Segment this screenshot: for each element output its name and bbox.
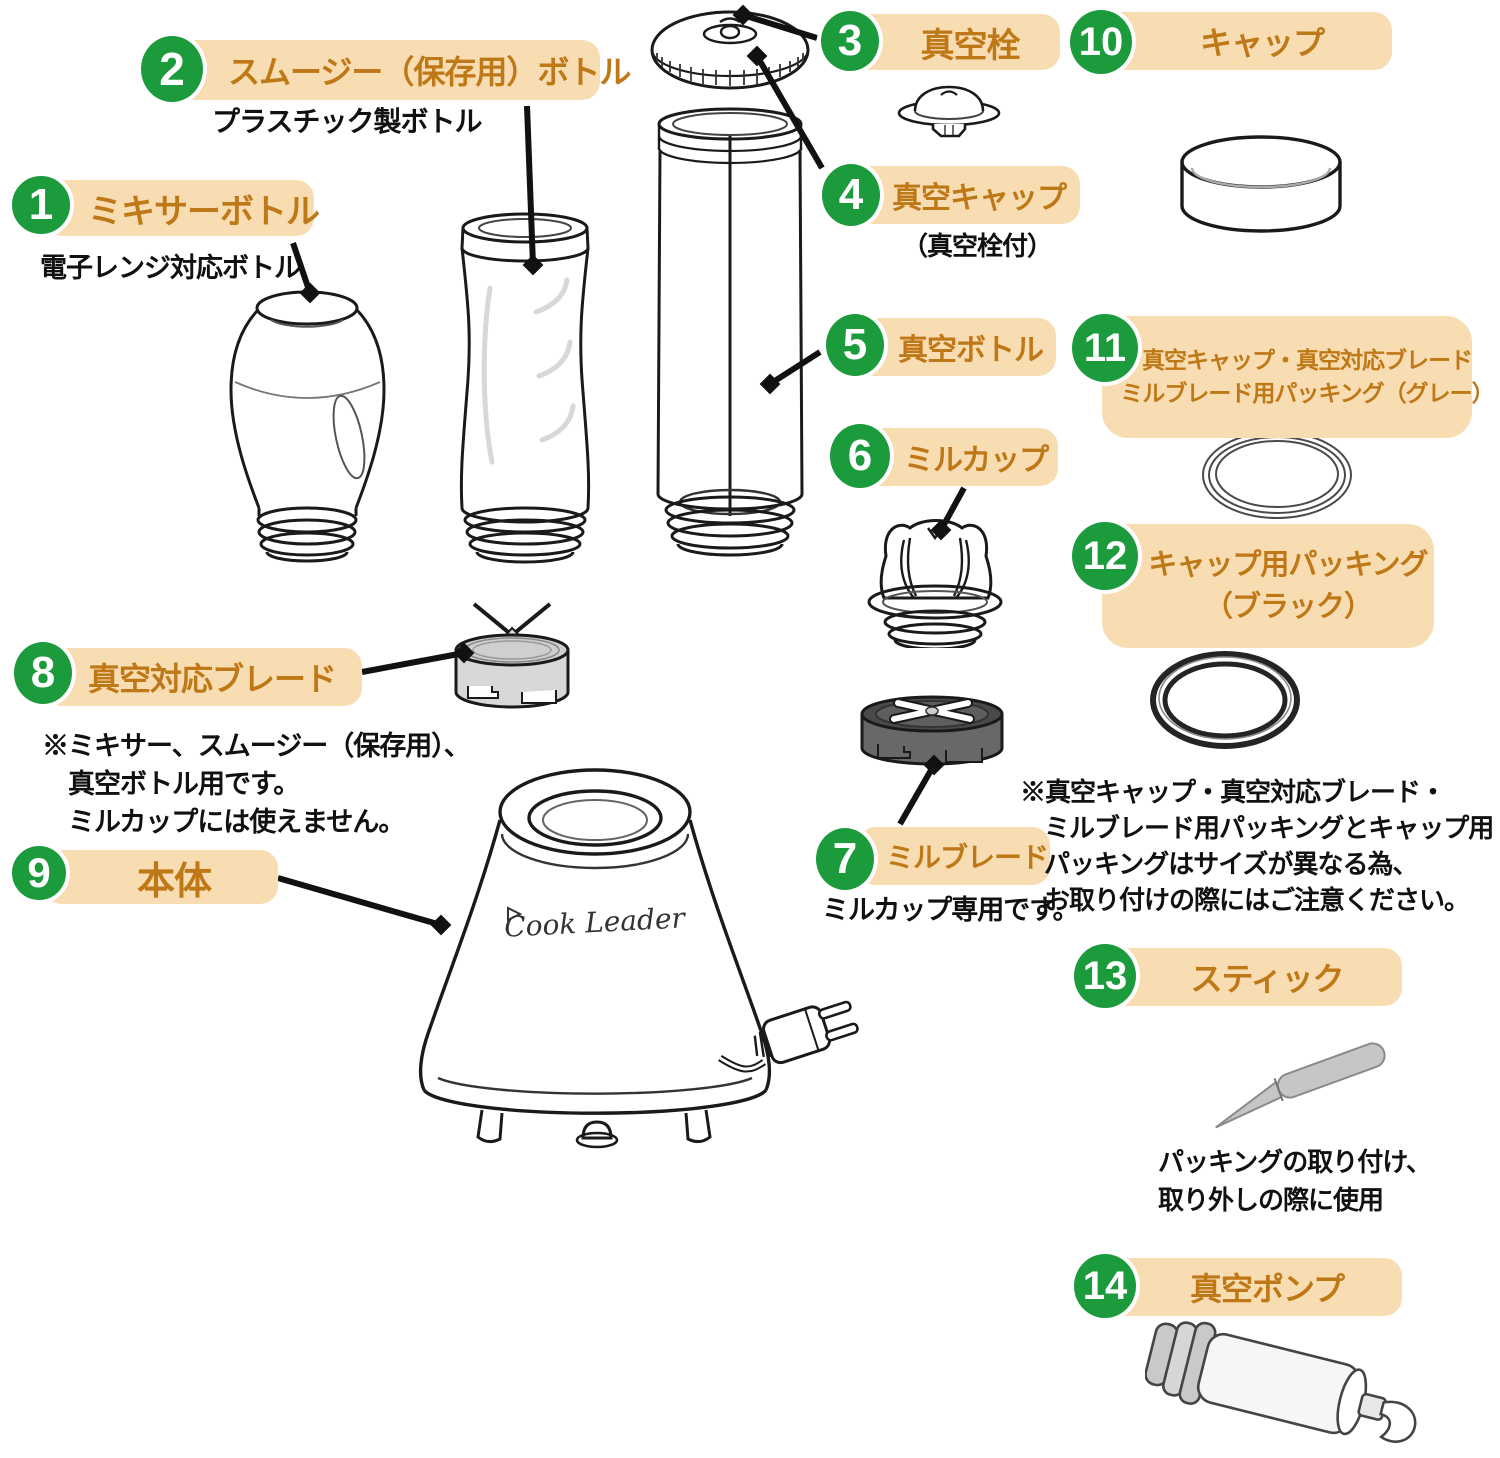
blade-note-line3: ミルカップには使えません。 (68, 807, 405, 837)
part-label-9: 本体 (44, 850, 278, 904)
part-label-10: キャップ (1102, 12, 1392, 70)
part-sub-2: プラスチック製ボトル (212, 106, 482, 137)
packing-note-line1: ※真空キャップ・真空対応ブレード・ (1020, 777, 1446, 807)
part-label-7: ミルブレード (858, 827, 1050, 885)
part-label-1: ミキサーボトル (44, 180, 320, 236)
vacuum-cap-illustration (650, 10, 810, 90)
brand-logo: Cook Leader (503, 901, 687, 943)
blade-note-line1: ※ミキサー、スムージー（保存用）、 (42, 731, 471, 761)
part-label-3: 真空栓 (850, 14, 1060, 70)
packing-note-line2: ミルブレード用パッキングとキャップ用 (1044, 813, 1494, 843)
part-label-12: キャップ用パッキング （ブラック） (1102, 524, 1434, 648)
mill-blade-illustration (860, 695, 1004, 766)
part-badge-3: 3 (817, 7, 883, 75)
part-badge-4: 4 (818, 160, 884, 230)
blade-note-line2: 真空ボトル用です。 (68, 769, 300, 799)
packing-note-line3: パッキングはサイズが異なる為、 (1044, 849, 1418, 879)
stick-note-line1: パッキングの取り付け、 (1158, 1147, 1432, 1177)
part-label-2: スムージー（保存用）ボトル (166, 40, 631, 100)
vacuum-blade-illustration (454, 602, 570, 709)
gray-gasket-illustration (1202, 431, 1352, 519)
part-badge-11: 11 (1068, 310, 1142, 386)
part-badge-10: 10 (1066, 6, 1136, 78)
part-badge-6: 6 (826, 420, 894, 492)
part-label-4: 真空キャップ (852, 166, 1080, 224)
packing-note-line4: お取り付けの際にはご注意ください。 (1044, 885, 1470, 915)
mixer-bottle-illustration (229, 290, 386, 563)
vacuum-plug-illustration (897, 85, 1001, 138)
mill-cup-illustration (867, 519, 1003, 648)
smoothie-bottle-illustration (459, 212, 591, 564)
part-badge-2: 2 (137, 32, 207, 106)
main-body-illustration: Cook Leader (418, 768, 859, 1149)
stick-illustration (1215, 1042, 1386, 1129)
cap-illustration (1180, 135, 1342, 233)
part-label-14: 真空ポンプ (1102, 1258, 1402, 1316)
part-label-13: スティック (1102, 948, 1402, 1006)
part-badge-1: 1 (8, 172, 74, 238)
part-label-12-line2: （ブラック） (1203, 591, 1373, 623)
vacuum-bottle-illustration (656, 107, 804, 557)
part-label-12-line1: キャップ用パッキング (1148, 548, 1428, 581)
part-badge-5: 5 (822, 310, 888, 380)
part-badge-13: 13 (1070, 940, 1140, 1012)
part-label-11-line1: 真空キャップ・真空対応ブレード (1142, 346, 1473, 373)
part-badge-14: 14 (1070, 1250, 1140, 1322)
vacuum-pump-illustration (1145, 1321, 1417, 1443)
part-sub-1: 電子レンジ対応ボトル (40, 253, 301, 283)
part-sub-7: ミルカップ専用です。 (822, 895, 1079, 925)
part-badge-9: 9 (8, 842, 70, 904)
part-label-11: 真空キャップ・真空対応ブレード ミルブレード用パッキング（グレー） (1102, 316, 1495, 438)
part-label-11-line2: ミルブレード用パッキング（グレー） (1120, 380, 1494, 406)
part-badge-12: 12 (1068, 518, 1142, 594)
part-sub-4: （真空栓付） (902, 231, 1053, 261)
part-label-5: 真空ボトル (856, 318, 1056, 376)
part-badge-7: 7 (812, 824, 878, 894)
black-gasket-illustration (1150, 651, 1300, 749)
part-label-8: 真空対応ブレード (44, 648, 362, 706)
part-badge-8: 8 (10, 638, 76, 708)
stick-note-line2: 取り外しの際に使用 (1158, 1185, 1384, 1215)
